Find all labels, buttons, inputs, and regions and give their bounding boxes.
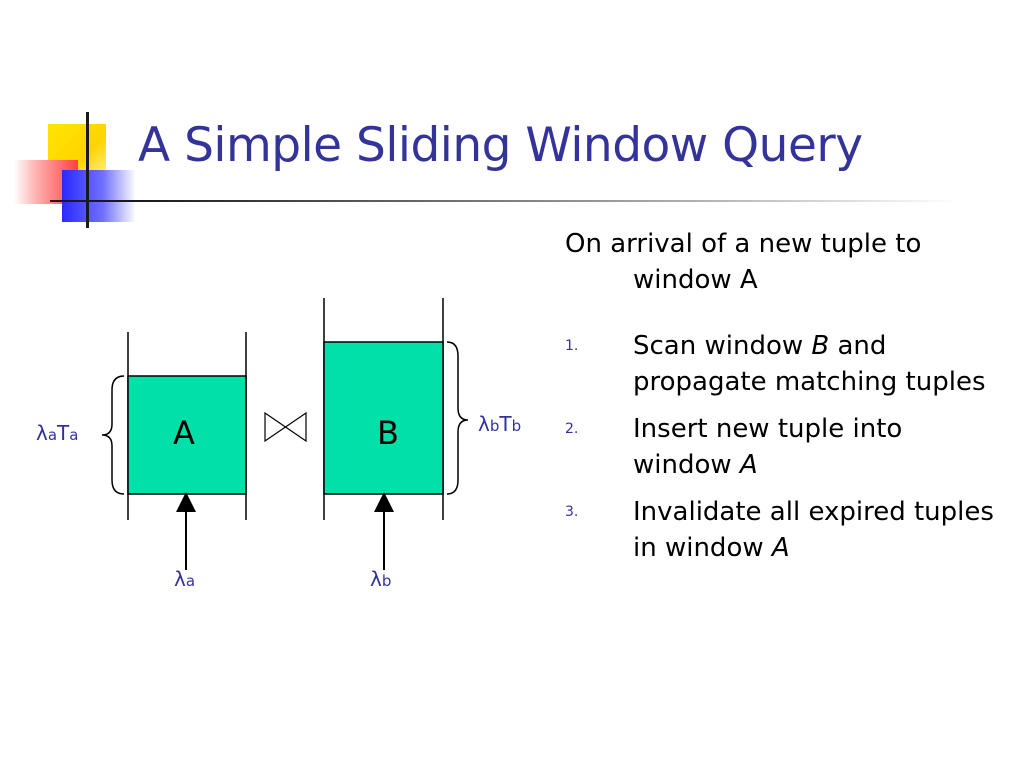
step-text: Invalidate all expired tuples in window [633, 497, 994, 563]
list-item: 1. Scan window B and propagate matching … [565, 328, 1005, 400]
step-text: Insert new tuple into window [633, 414, 903, 480]
window-a-size-label: λaTa [36, 421, 78, 445]
step-emphasis: A [771, 533, 790, 563]
window-a-rate-label: λa [174, 567, 195, 591]
window-b-fill [323, 341, 444, 495]
blue-square-decoration [62, 170, 136, 222]
step-number: 2. [565, 421, 579, 437]
step-emphasis: A [739, 450, 758, 480]
lambda-symbol: λ [174, 567, 186, 591]
sliding-window-diagram: A λaTa λa B λbTb λb [36, 298, 521, 591]
window-b-size-label: λbTb [478, 412, 521, 436]
window-b-label: B [377, 414, 399, 452]
list-item: 2. Insert new tuple into window A [565, 411, 1005, 483]
slide-title: A Simple Sliding Window Query [138, 118, 863, 173]
intro-text: On arrival of a new tuple to window A [565, 229, 922, 295]
window-b-brace [446, 341, 469, 495]
lambda-symbol: λ [370, 567, 382, 591]
lambda-symbol: λ [478, 412, 490, 436]
window-b-rate-label: λb [370, 567, 391, 591]
slide-body: On arrival of a new tuple to window A 1.… [565, 226, 1005, 577]
subscript: b [382, 572, 392, 590]
t-symbol: T [498, 412, 512, 436]
t-symbol: T [56, 421, 70, 445]
window-a: A λaTa λa [36, 332, 247, 591]
subscript: a [186, 572, 195, 590]
window-a-fill [127, 375, 247, 495]
step-text: Scan window [633, 331, 812, 361]
step-emphasis: B [811, 331, 830, 361]
subscript: b [490, 417, 500, 435]
step-number: 1. [565, 338, 579, 354]
window-a-brace [101, 375, 125, 495]
corner-logo-decoration [0, 0, 140, 230]
bowtie-join-icon [264, 411, 307, 443]
title-underline [50, 200, 960, 202]
step-text: and propagate matching tuples [633, 331, 986, 397]
list-item: 3. Invalidate all expired tuples in wind… [565, 494, 1005, 566]
subscript: b [512, 417, 522, 435]
logo-vertical-line [86, 112, 89, 228]
step-number: 3. [565, 504, 579, 520]
lambda-symbol: λ [36, 421, 48, 445]
window-b: B λbTb λb [323, 298, 521, 591]
window-a-label: A [173, 414, 195, 452]
subscript: a [69, 426, 78, 444]
step-list: 1. Scan window B and propagate matching … [565, 328, 1005, 566]
subscript: a [48, 426, 57, 444]
